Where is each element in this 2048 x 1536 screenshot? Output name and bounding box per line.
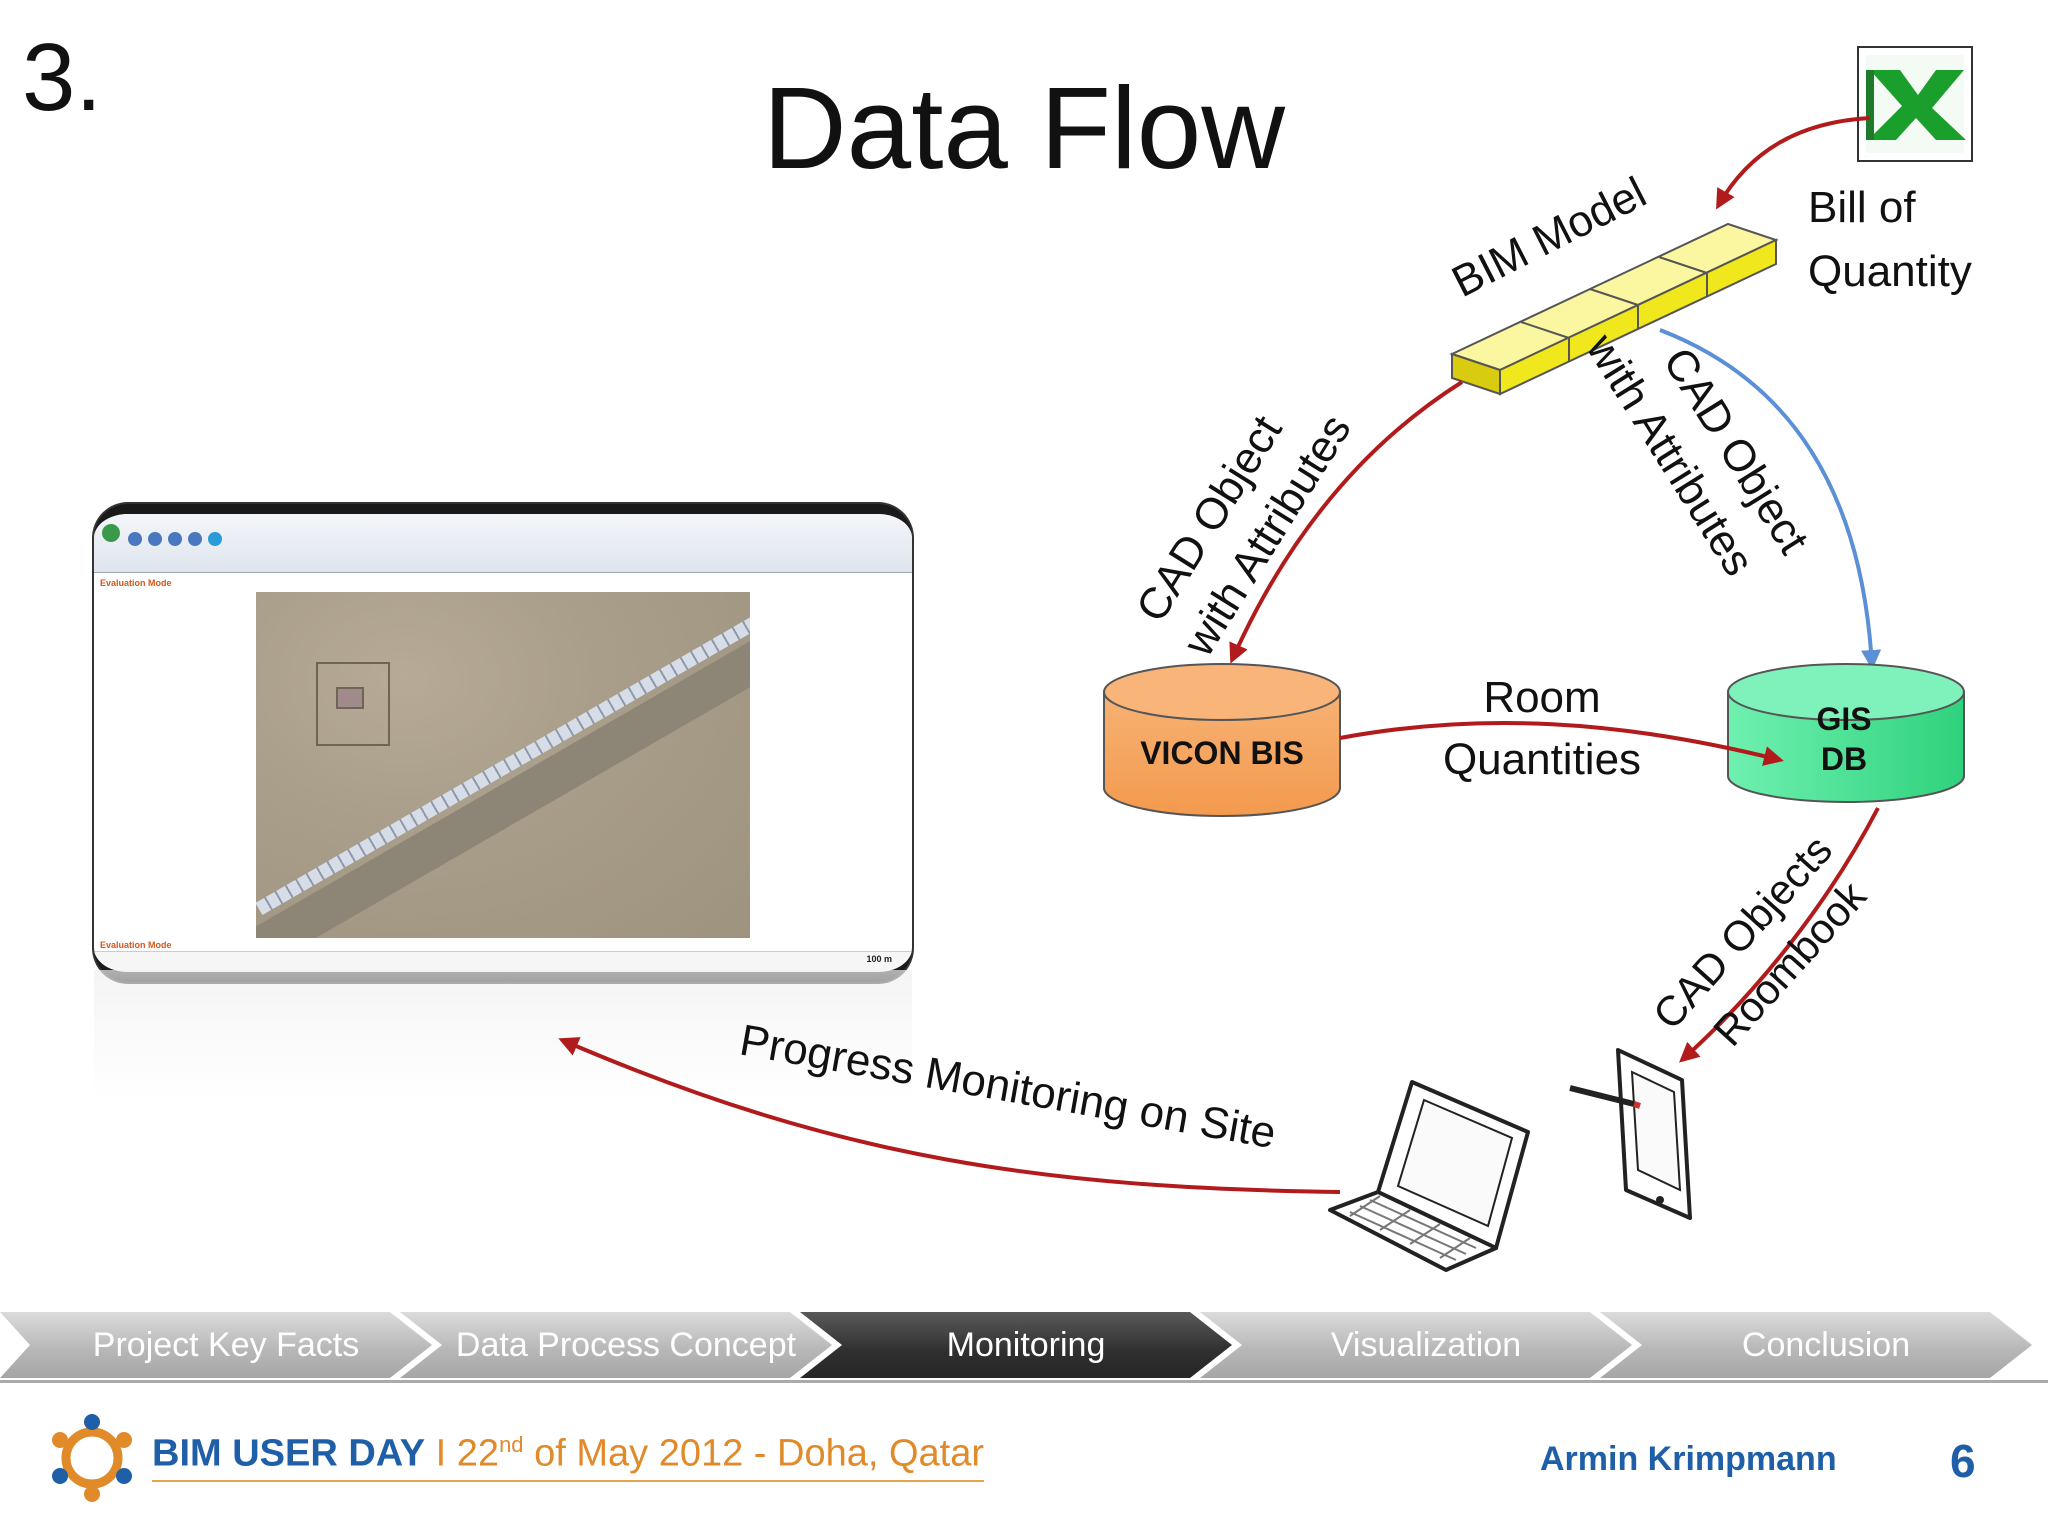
screenshot-statusbar: 100 m — [94, 951, 912, 972]
bill-of-quantity-line2: Quantity — [1808, 247, 1972, 296]
bim-user-day-logo-icon — [52, 1414, 132, 1502]
progress-monitoring-label: Progress Monitoring on Site — [736, 1016, 1279, 1159]
data-flow-diagram: BIM Model Bill of Quantity CAD Object wi… — [558, 46, 1973, 1272]
bim-to-gis-arrow — [1659, 328, 1882, 670]
nav-item-data-process-concept[interactable]: Data Process Concept — [400, 1312, 832, 1378]
screenshot-reflection — [94, 970, 912, 1100]
nav-item-label: Project Key Facts — [92, 1325, 360, 1364]
bim-to-vicon-arrow — [1229, 380, 1464, 664]
application-screenshot: Evaluation Mode Evaluation Mode 100 m — [94, 504, 912, 982]
event-date-suffix: nd — [499, 1432, 524, 1457]
nav-item-monitoring[interactable]: Monitoring — [800, 1312, 1232, 1378]
bill-of-quantity-line1: Bill of — [1808, 183, 1916, 232]
evaluation-mode-label-bottom: Evaluation Mode — [100, 940, 172, 950]
scale-text: 100 m — [866, 954, 892, 964]
section-number: 3. — [22, 24, 103, 131]
nav-item-label: Monitoring — [946, 1325, 1106, 1364]
nav-item-label: Visualization — [1330, 1325, 1522, 1364]
navigation-divider — [0, 1380, 2048, 1383]
nav-item-label: Conclusion — [1741, 1325, 1911, 1364]
tablet-icon — [1569, 1048, 1692, 1220]
gis-to-tablet-arrow — [1679, 807, 1880, 1063]
event-separator: I — [435, 1432, 447, 1475]
map-compound — [316, 662, 390, 746]
presenter-name: Armin Krimpmann — [1540, 1440, 1837, 1478]
laptop-icon — [1328, 1080, 1530, 1272]
bim-model-block — [1449, 222, 1779, 396]
aerial-map — [256, 592, 750, 938]
nav-item-conclusion[interactable]: Conclusion — [1600, 1312, 2032, 1378]
section-navigation: Project Key Facts Data Process Concept M… — [0, 1312, 2048, 1378]
nav-item-visualization[interactable]: Visualization — [1200, 1312, 1632, 1378]
laptop-to-screenshot-arrow — [558, 1037, 1341, 1194]
room-quantities-line1: Room — [1483, 673, 1600, 722]
excel-icon — [1857, 46, 1973, 162]
right-arrow-label: CAD Object with Attributes — [1576, 325, 1818, 584]
nav-item-project-key-facts[interactable]: Project Key Facts — [0, 1312, 432, 1378]
event-date-rest: of May 2012 - Doha, Qatar — [523, 1432, 984, 1475]
room-quantities-line2: Quantities — [1443, 735, 1641, 784]
event-banner: BIM USER DAY I 22nd of May 2012 - Doha, … — [152, 1432, 984, 1482]
event-name: BIM USER DAY — [152, 1432, 426, 1475]
excel-to-bim-arrow — [1716, 116, 1871, 210]
left-arrow-label: CAD Object with Attributes — [1127, 406, 1361, 665]
nav-item-label: Data Process Concept — [455, 1325, 797, 1364]
vicon-to-gis-arrow — [1339, 721, 1784, 766]
gis-database: GIS DB — [1727, 663, 1965, 803]
vicon-bis-database: VICON BIS — [1103, 663, 1341, 817]
slide-title: Data Flow — [762, 63, 1286, 193]
evaluation-mode-label-top: Evaluation Mode — [100, 578, 172, 588]
screenshot-toolbar — [94, 514, 912, 573]
gis-label-line2: DB — [1821, 741, 1867, 777]
vicon-bis-label: VICON BIS — [1140, 735, 1304, 771]
event-date-day: 22 — [456, 1432, 500, 1475]
map-building — [336, 687, 364, 709]
page-number: 6 — [1950, 1435, 1976, 1487]
gis-label-line1: GIS — [1816, 701, 1871, 737]
